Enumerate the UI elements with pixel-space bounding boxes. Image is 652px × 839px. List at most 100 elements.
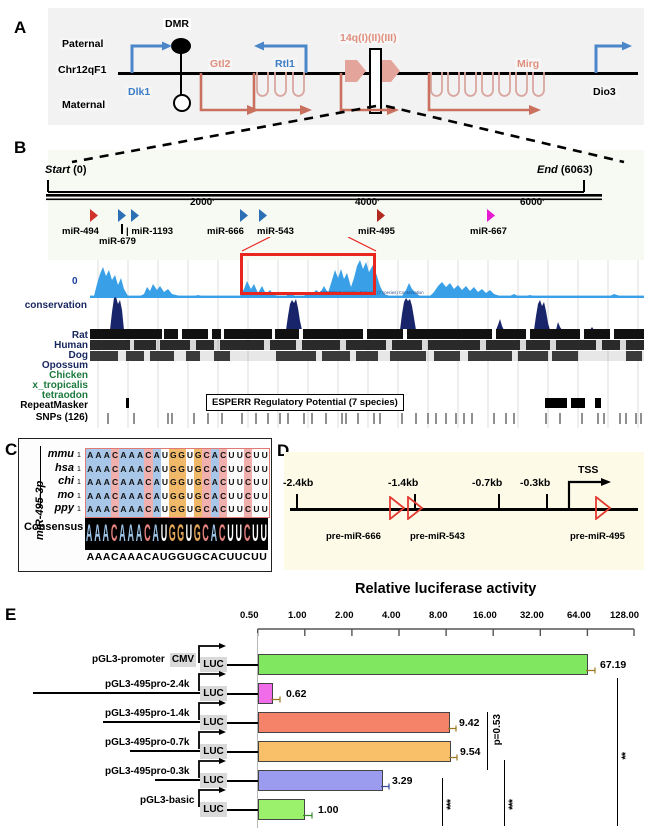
esperr-box: ESPERR Regulatory Potential (7 species) — [206, 394, 404, 411]
end-label: End (6063) — [537, 164, 593, 176]
nucleotide-cell: U — [227, 503, 236, 517]
gene-label-14q: 14q(I)(II)(III) — [338, 32, 399, 44]
nucleotide-cell: U — [160, 476, 170, 490]
nucleotide-cell: A — [210, 489, 219, 504]
nucleotide-cell: C — [110, 489, 120, 504]
luc-connector-4 — [227, 780, 258, 782]
nucleotide-cell: U — [185, 476, 195, 490]
nucleotide-cell: C — [110, 462, 120, 477]
construct-label-5: pGL3-basic — [140, 795, 195, 806]
nucleotide-cell: U — [160, 503, 170, 517]
species-label-repeatmasker: RepeatMasker — [20, 400, 88, 411]
axis-tick-label-1: 1.00 — [288, 610, 307, 621]
luc-box-1: LUC — [200, 686, 227, 701]
bar-2 — [258, 712, 450, 733]
nucleotide-cell: G — [177, 476, 186, 490]
feature-label-pre-miR-495: pre-miR-495 — [570, 531, 625, 542]
nucleotide-cell: G — [169, 462, 178, 477]
nucleotide-cell: U — [160, 449, 170, 463]
tick--0.7kb — [498, 494, 500, 509]
row-label-chr: Chr12qF1 — [56, 64, 109, 76]
sig-line-stars-1 — [442, 778, 444, 826]
nucleotide-cell: A — [127, 476, 136, 490]
gene-label-dlk1: Dlk1 — [126, 86, 153, 98]
rtl1-maternal-arrow — [252, 72, 314, 116]
errorbar-0 — [586, 661, 596, 674]
axis-tick-label-7: 64.00 — [567, 610, 591, 621]
nucleotide-cell: C — [243, 449, 253, 463]
nucleotide-cell: G — [194, 449, 203, 463]
nucleotide-cell: A — [152, 476, 161, 490]
nucleotide-cell: C — [219, 462, 228, 477]
nucleotide-cell: U — [252, 462, 261, 477]
nucleotide-cell: A — [119, 449, 128, 463]
luc-box-2: LUC — [200, 715, 227, 730]
dmr-label: DMR — [163, 18, 191, 30]
nucleotide-cell: U — [185, 462, 195, 477]
consensus-logo-column: A — [152, 519, 159, 547]
nucleotide-cell: A — [210, 449, 219, 463]
nucleotide-cell: G — [177, 449, 186, 463]
nucleotide-cell: G — [169, 489, 178, 504]
nucleotide-cell: U — [260, 503, 269, 517]
gene-label-rtl1: Rtl1 — [273, 58, 297, 70]
nucleotide-cell: U — [252, 503, 261, 517]
nucleotide-cell: U — [235, 462, 244, 477]
nucleotide-cell: A — [102, 489, 111, 504]
consensus-logo-column: A — [102, 519, 110, 547]
nucleotide-cell: U — [235, 489, 244, 504]
consensus-logo-column: A — [85, 519, 93, 547]
construct-label-4: pGL3-495pro-0.3k — [105, 766, 190, 777]
nucleotide-cell: U — [185, 449, 195, 463]
ruler-tick-2000: 2000' — [190, 197, 215, 208]
nucleotide-cell: A — [135, 462, 145, 477]
nucleotide-cell: A — [210, 462, 219, 477]
promoter-arrow-2 — [197, 699, 227, 721]
14q-highlight-box — [369, 48, 382, 114]
promoter-arrow-0 — [197, 642, 227, 664]
bar-value-1: 0.62 — [286, 688, 307, 700]
consensus-logo-column: G — [177, 519, 185, 547]
nucleotide-cell: G — [194, 489, 203, 504]
zoom-connector-lines — [48, 104, 644, 166]
species-label-chicken: Chicken — [49, 370, 88, 381]
nucleotide-cell: U — [260, 476, 269, 490]
14q-pentagon-left — [345, 59, 367, 83]
nucleotide-cell: A — [86, 449, 95, 463]
seq-index-1: 1 — [77, 452, 81, 459]
panel-b-letter: B — [14, 138, 27, 157]
nucleotide-cell: C — [243, 503, 253, 517]
position-label--0.7kb: -0.7kb — [472, 477, 503, 489]
nucleotide-cell: C — [243, 476, 253, 490]
bar-4 — [258, 770, 383, 791]
insert-line-4 — [155, 779, 203, 781]
mirna-arrow-miR-667 — [487, 209, 498, 222]
axis-tick-label-6: 32.00 — [520, 610, 544, 621]
bar-value-3: 9.54 — [460, 746, 481, 758]
axis-tick-label-8: 128.00 — [610, 610, 640, 621]
nucleotide-cell: A — [86, 462, 95, 477]
highlight-connector — [240, 236, 380, 255]
nucleotide-cell: A — [127, 462, 136, 477]
panel-e-letter: E — [5, 605, 17, 624]
consensus-logo-column: C — [202, 519, 209, 547]
nucleotide-cell: A — [210, 503, 219, 517]
nucleotide-cell: C — [144, 489, 153, 504]
axis-tick-label-2: 2.00 — [335, 610, 354, 621]
consensus-logo-column: C — [218, 519, 226, 547]
repeatmasker-track — [90, 396, 644, 408]
nucleotide-cell: A — [119, 476, 128, 490]
nucleotide-cell: A — [94, 462, 103, 477]
seq-index-5: 1 — [77, 506, 81, 514]
bar-value-5: 1.00 — [318, 804, 339, 816]
sig-annotation-p053: p=0.53 — [492, 714, 503, 746]
errorbar-3 — [449, 748, 458, 761]
mirg-maternal-arrow — [427, 72, 543, 116]
mirg-hairpin-cluster — [428, 72, 552, 100]
consensus-logo-column: G — [168, 519, 176, 547]
nucleotide-cell: U — [260, 462, 269, 477]
consensus-logo-column: A — [119, 519, 126, 547]
mirna-label-miR-494: miR-494 — [62, 226, 99, 237]
nucleotide-cell: C — [219, 476, 228, 490]
chart-baseline — [257, 633, 259, 828]
